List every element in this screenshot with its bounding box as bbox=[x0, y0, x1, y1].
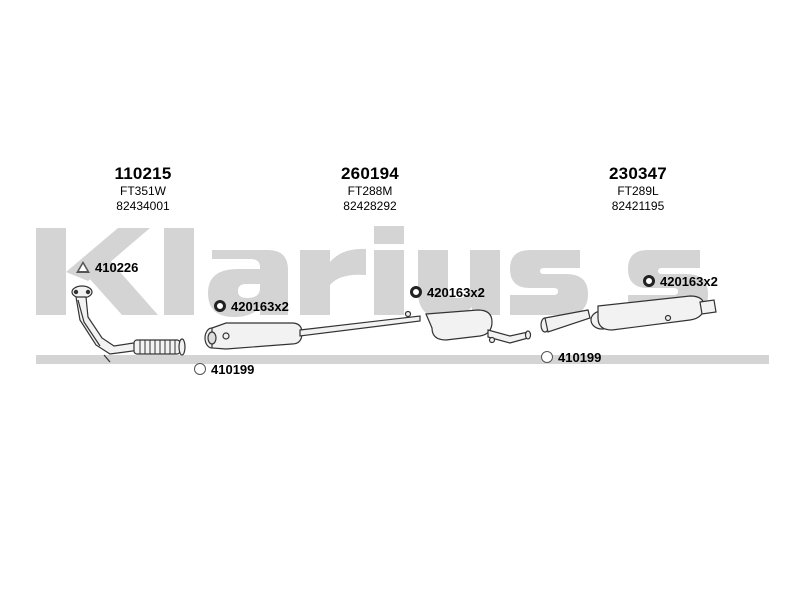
part-number: 260194 bbox=[341, 164, 399, 183]
accessory-420163x2-middle: 420163x2 bbox=[410, 282, 485, 302]
accessory-420163x2-rear: 420163x2 bbox=[643, 271, 718, 291]
accessory-label: 420163x2 bbox=[231, 298, 289, 314]
accessory-label: 410199 bbox=[558, 349, 602, 365]
part-label-230347: 230347 FT289L 82421195 bbox=[590, 164, 686, 214]
rubber-mount-ring-icon bbox=[643, 275, 655, 287]
part-number: 110215 bbox=[114, 164, 172, 183]
part-code: FT288M bbox=[347, 184, 393, 198]
rubber-mount-ring-icon bbox=[214, 300, 226, 312]
gasket-triangle-icon bbox=[76, 261, 90, 273]
accessory-410199-rear: 410199 bbox=[541, 347, 601, 367]
part-label-260194: 260194 FT288M 82428292 bbox=[322, 164, 418, 214]
accessory-410226: 410226 bbox=[76, 257, 138, 277]
accessory-label: 410199 bbox=[211, 361, 255, 377]
part-label-110215: 110215 FT351W 82434001 bbox=[95, 164, 191, 214]
part-code: FT351W bbox=[119, 184, 166, 198]
part-code: FT289L bbox=[617, 184, 659, 198]
part-oe-number: 82421195 bbox=[611, 199, 665, 213]
part-oe-number: 82428292 bbox=[343, 199, 397, 213]
accessory-410199-front: 410199 bbox=[194, 359, 254, 379]
clamp-ring-icon bbox=[541, 351, 553, 363]
accessory-label: 410226 bbox=[95, 259, 139, 275]
clamp-ring-icon bbox=[194, 363, 206, 375]
accessory-label: 420163x2 bbox=[427, 284, 485, 300]
rubber-mount-ring-icon bbox=[410, 286, 422, 298]
part-number: 230347 bbox=[609, 164, 667, 183]
accessory-420163x2-front: 420163x2 bbox=[214, 296, 289, 316]
middle-section-260194 bbox=[204, 309, 532, 350]
accessory-label: 420163x2 bbox=[660, 273, 718, 289]
part-oe-number: 82434001 bbox=[116, 199, 170, 213]
front-pipe-110215 bbox=[71, 285, 186, 363]
rear-silencer-230347 bbox=[540, 295, 717, 333]
